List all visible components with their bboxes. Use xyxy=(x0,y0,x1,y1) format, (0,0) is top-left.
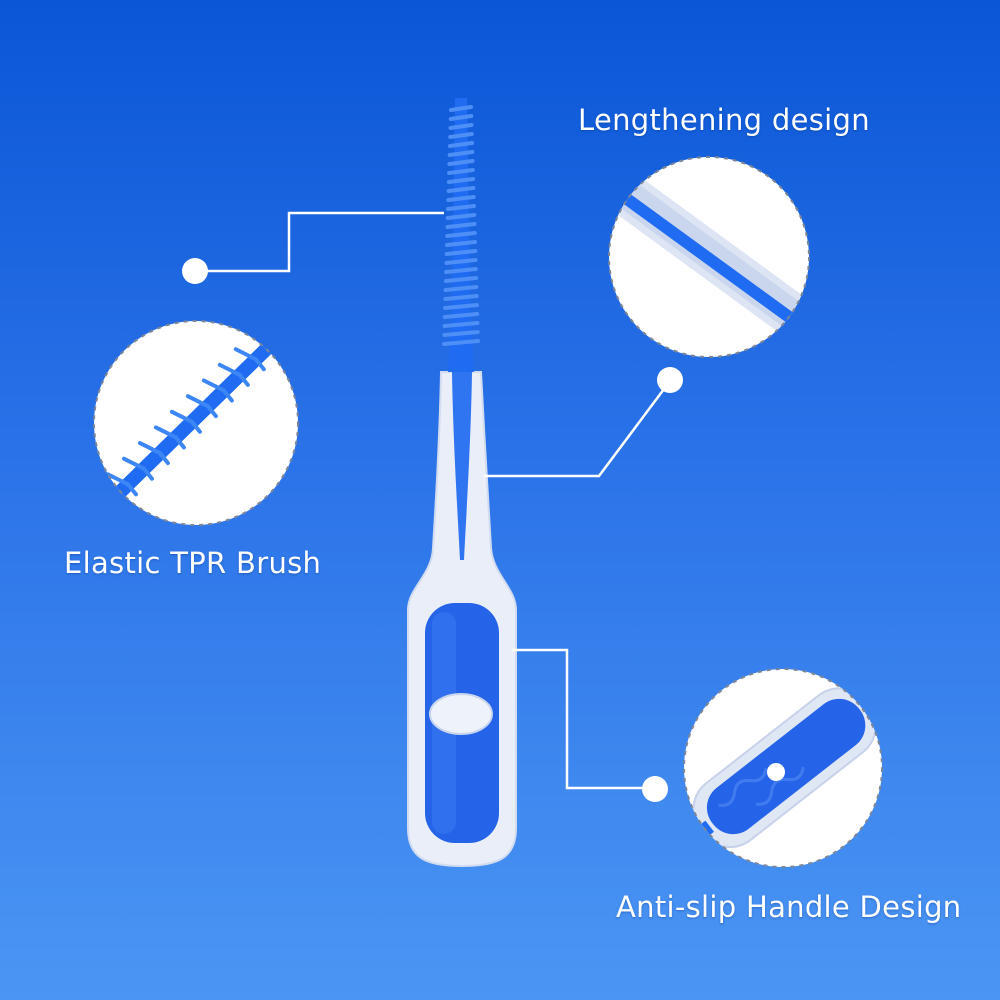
bristle xyxy=(269,341,282,356)
bristle xyxy=(153,425,178,440)
bristle xyxy=(441,339,481,346)
bristle xyxy=(94,488,114,502)
bristle xyxy=(447,159,475,166)
bristle xyxy=(446,195,476,202)
label-lengthening-design: Lengthening design xyxy=(578,103,870,137)
bristle xyxy=(449,105,473,112)
bristle xyxy=(217,362,242,377)
bristle xyxy=(205,404,218,419)
bristle xyxy=(448,132,474,139)
bristle xyxy=(447,150,475,157)
interdental-brush xyxy=(407,98,517,868)
label-anti-slip-handle-design: Anti-slip Handle Design xyxy=(616,890,962,924)
bristle xyxy=(237,372,250,387)
bristle xyxy=(442,330,480,337)
callout-line-handle xyxy=(512,648,655,790)
bristle xyxy=(443,276,479,283)
bristles xyxy=(441,105,481,346)
bristle xyxy=(447,168,475,175)
bristle xyxy=(185,394,210,409)
bristle xyxy=(121,456,146,471)
callout-line-length xyxy=(484,380,672,478)
bristle xyxy=(445,231,477,238)
label-elastic-tpr-brush: Elastic TPR Brush xyxy=(64,546,322,580)
bristle xyxy=(446,204,476,211)
bristle xyxy=(125,482,138,497)
bristle xyxy=(445,213,477,220)
bristle xyxy=(141,466,154,481)
bristle xyxy=(446,186,476,193)
bristle xyxy=(137,441,162,456)
neck-core xyxy=(452,372,472,560)
bristle xyxy=(189,419,202,434)
bristle xyxy=(221,388,234,403)
bristle xyxy=(442,321,480,328)
white-dot-icon xyxy=(182,258,208,284)
bristle xyxy=(442,312,480,319)
bristle xyxy=(445,222,477,229)
white-dot-icon xyxy=(642,776,668,802)
bristle xyxy=(444,240,478,247)
magnifier-circle-icon xyxy=(93,320,299,526)
bristle xyxy=(173,435,186,450)
bristle xyxy=(253,357,266,372)
bristle xyxy=(169,409,194,424)
bristle xyxy=(444,249,478,256)
bristle xyxy=(444,267,478,274)
callout-dots xyxy=(182,258,683,802)
bristle xyxy=(265,321,290,330)
bristle xyxy=(447,141,475,148)
callout-line-brush xyxy=(195,211,444,273)
bristle xyxy=(105,472,130,487)
bristle xyxy=(285,325,298,340)
bristle xyxy=(110,498,122,512)
white-dot-icon xyxy=(657,367,683,393)
handle-hole xyxy=(429,693,493,735)
bristle xyxy=(443,303,479,310)
bristle xyxy=(444,258,478,265)
bristle xyxy=(448,123,474,130)
bristle xyxy=(233,347,258,362)
callout-lines xyxy=(195,211,672,790)
bristle xyxy=(443,294,479,301)
bristle xyxy=(157,451,170,466)
magnifier-circle-icon xyxy=(608,156,810,358)
bristle xyxy=(448,114,474,121)
bristle xyxy=(446,177,476,184)
bristle xyxy=(443,285,479,292)
bristle xyxy=(201,378,226,393)
